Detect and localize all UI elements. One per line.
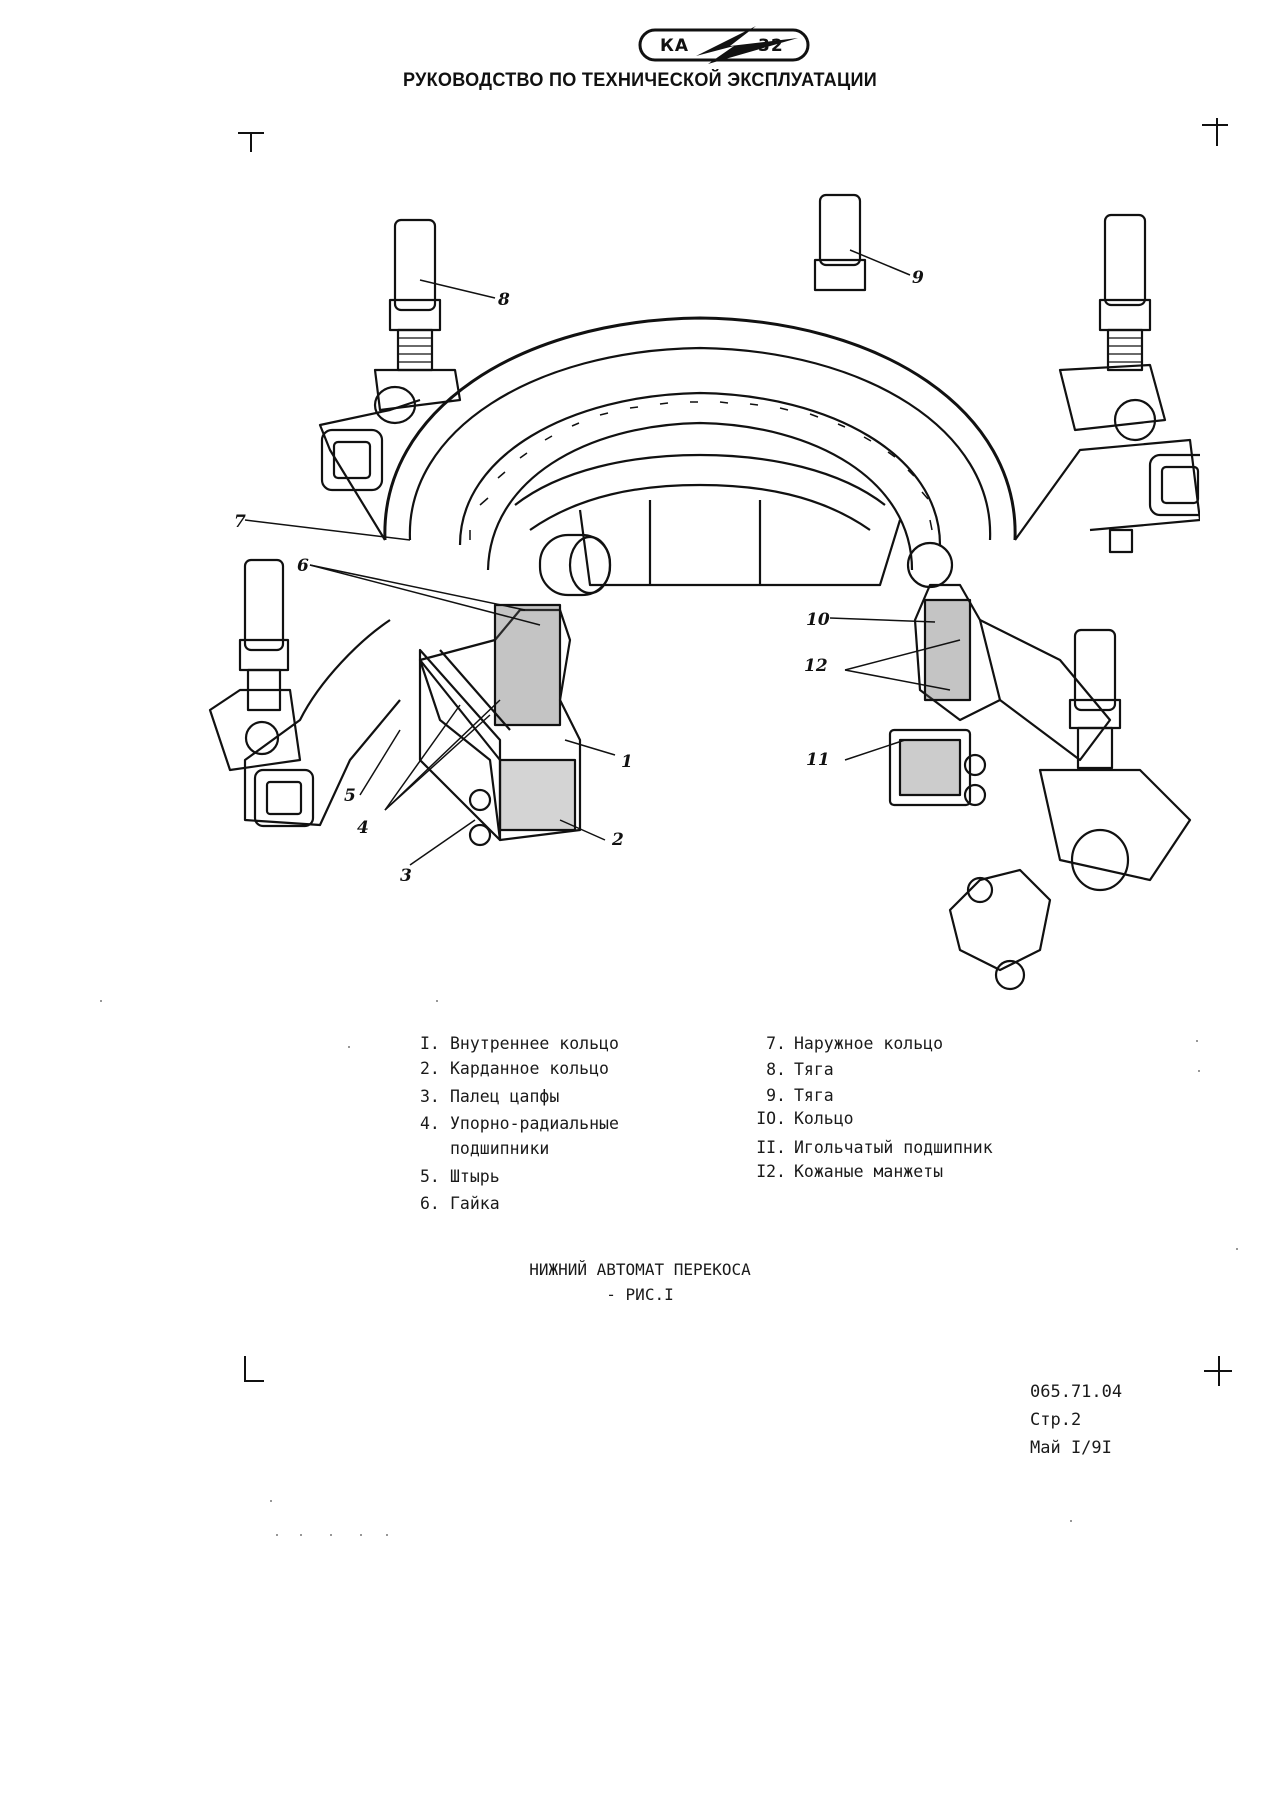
page-number: Стр.2 [1030,1410,1082,1430]
callout-label: 5 [344,786,356,806]
callout-label: 12 [804,656,828,676]
ka32-logo: КА 32 [638,24,813,70]
logo-32-text: 32 [758,36,784,56]
callout-label: 2 [612,830,624,850]
legend-item: II.Игольчатый подшипник [756,1138,993,1157]
manual-title: РУКОВОДСТВО ПО ТЕХНИЧЕСКОЙ ЭКСПЛУАТАЦИИ [402,70,877,91]
logo-ka-text: КА [660,36,690,56]
legend-item: 7.Наружное кольцо [766,1034,944,1053]
figure-caption-number: - РИС.I [606,1285,674,1304]
callout-label: 7 [234,512,246,532]
revision-date: Май I/9I [1030,1438,1112,1458]
swashplate-drawing [208,193,1200,991]
legend-item: 6.Гайка [420,1194,500,1213]
callout-label: 1 [621,752,633,772]
callout-label: 11 [806,750,830,770]
legend-item: 4.Упорно-радиальные [420,1114,619,1133]
legend-item: I.Внутреннее кольцо [420,1034,619,1053]
legend-item: подшипники [450,1139,550,1158]
callout-label: 4 [357,818,369,838]
legend-item: 8.Тяга [766,1060,834,1079]
legend-item: 2.Карданное кольцо [420,1059,609,1078]
legend-item: 3.Палец цапфы [420,1087,560,1106]
legend-item: 9.Тяга [766,1086,834,1105]
legend-item: I2.Кожаные манжеты [756,1162,944,1181]
callout-label: 8 [498,290,510,310]
legend-item: IO.Кольцо [756,1109,854,1128]
callout-label: 10 [806,610,830,630]
callout-label: 6 [297,556,309,576]
legend-item: 5.Штырь [420,1167,500,1186]
callout-label: 3 [400,866,412,886]
figure-caption-title: НИЖНИЙ АВТОМАТ ПЕРЕКОСА [529,1260,751,1279]
callout-label: 9 [912,268,924,288]
document-code: 065.71.04 [1030,1382,1123,1402]
